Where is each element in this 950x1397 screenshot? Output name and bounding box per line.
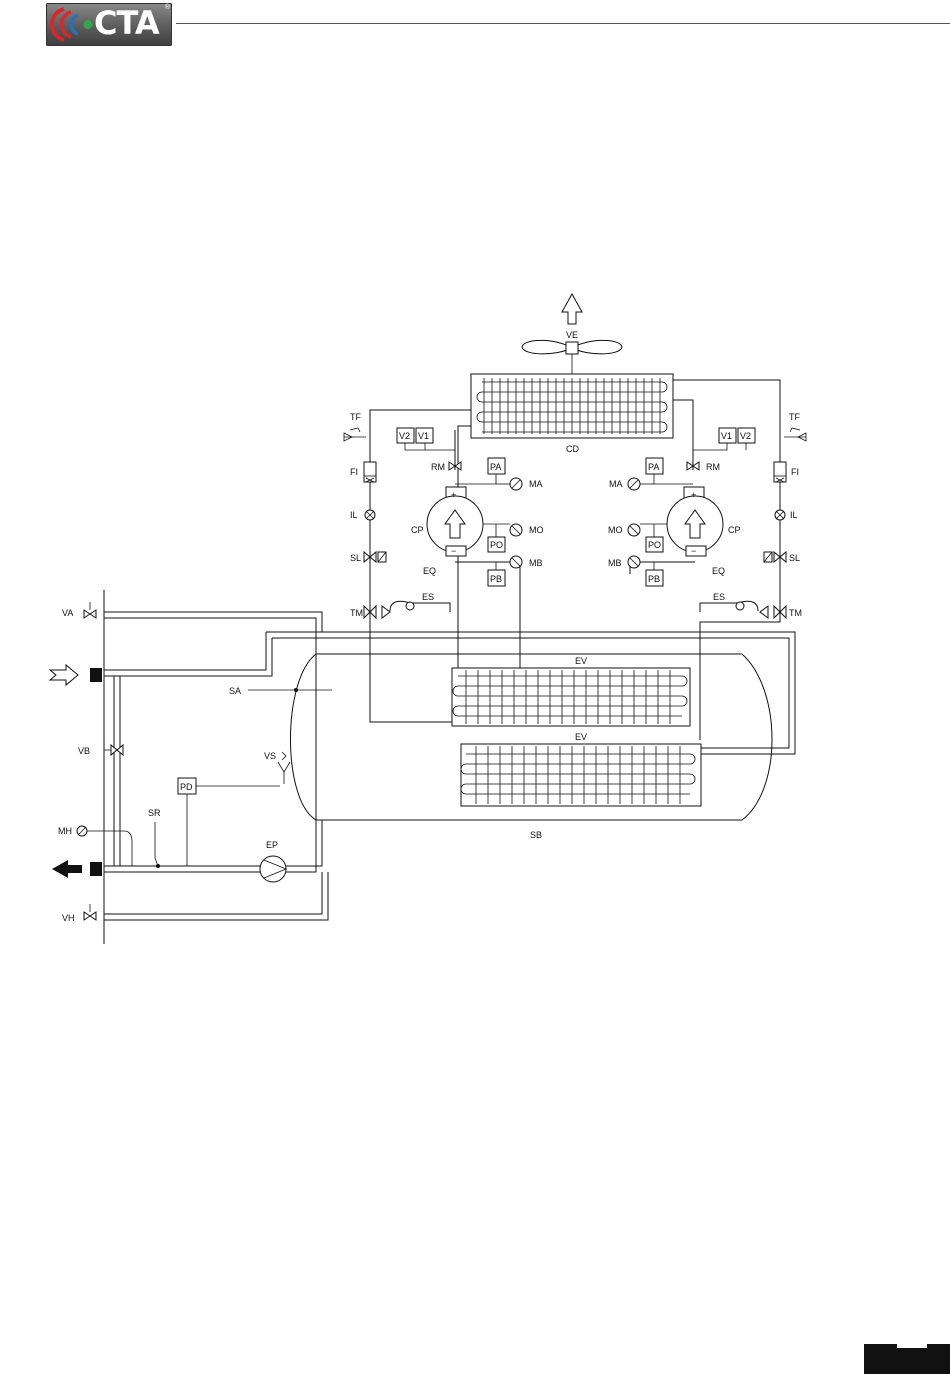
sight-glass-right-icon	[775, 510, 785, 520]
label-mb-left: MB	[529, 558, 543, 568]
label-ma-left: MA	[529, 479, 543, 489]
label-rm-left: RM	[431, 462, 445, 472]
relief-valve-vs-icon	[278, 752, 290, 784]
expansion-valve-right-icon	[760, 606, 786, 618]
condenser-coil	[471, 374, 673, 438]
label-sb: SB	[530, 830, 542, 840]
solenoid-valve-right-icon	[764, 552, 786, 562]
solenoid-valve-left-icon	[364, 552, 386, 562]
label-tf-right: TF	[789, 412, 800, 422]
label-mo-right: MO	[608, 525, 623, 535]
brand-name: CTA	[94, 4, 159, 42]
water-outlet-arrow-icon	[52, 860, 82, 878]
sensor-sr	[155, 822, 158, 866]
logo-arcs-icon	[50, 3, 98, 46]
label-pd: PD	[180, 782, 193, 792]
evaporator-coil-top	[452, 668, 690, 726]
refrigeration-schematic: VE CD TF	[0, 280, 950, 960]
label-ep: EP	[266, 840, 278, 850]
header-rule	[176, 23, 950, 24]
registered-mark: ®	[165, 4, 170, 11]
label-cp-right: CP	[728, 525, 741, 535]
label-ev-top: EV	[575, 656, 587, 666]
label-mo-left: MO	[529, 525, 544, 535]
sight-glass-left-icon	[365, 510, 375, 520]
label-tm-left: TM	[350, 608, 363, 618]
label-v2-right: V2	[740, 431, 751, 441]
label-eq-right: EQ	[712, 566, 725, 576]
label-pa-right: PA	[648, 462, 659, 472]
label-cp-left: CP	[411, 525, 424, 535]
label-il-left: IL	[350, 510, 358, 520]
label-tf-left: TF	[350, 412, 361, 422]
water-inlet-arrow-icon	[50, 665, 78, 685]
label-sa: SA	[229, 686, 241, 696]
label-ma-right: MA	[609, 479, 623, 489]
safety-valve-left-icon	[344, 428, 360, 441]
label-mb-right: MB	[608, 558, 622, 568]
label-il-right: IL	[790, 510, 798, 520]
label-ve: VE	[566, 330, 578, 340]
bulb-es-left-icon	[406, 602, 414, 610]
fan-icon	[522, 340, 622, 374]
pump-icon	[260, 856, 286, 882]
exhaust-arrow-icon	[562, 294, 582, 324]
label-es-right: ES	[713, 592, 725, 602]
label-es-left: ES	[422, 592, 434, 602]
label-plus-left: +	[451, 490, 456, 500]
label-pa-left: PA	[490, 462, 501, 472]
label-ev-bottom: EV	[575, 732, 587, 742]
label-po-right: PO	[648, 540, 661, 550]
label-va: VA	[62, 608, 73, 618]
cta-logo: CTA ®	[46, 3, 172, 46]
bulb-es-right-icon	[736, 602, 744, 610]
label-eq-left: EQ	[423, 566, 436, 576]
label-vb: VB	[78, 746, 90, 756]
label-vh: VH	[62, 913, 75, 923]
label-fi-right: FI	[791, 467, 799, 477]
valve-vh-icon	[84, 904, 96, 920]
label-v1-right: V1	[721, 431, 732, 441]
label-sl-right: SL	[789, 553, 800, 563]
label-cd: CD	[566, 444, 579, 454]
label-sr: SR	[148, 808, 161, 818]
filter-left-icon	[364, 462, 376, 482]
label-v1-left: V1	[418, 431, 429, 441]
inlet-connector	[90, 668, 102, 682]
label-vs: VS	[264, 751, 276, 761]
valve-va-icon	[84, 602, 96, 618]
label-plus-right: +	[691, 490, 696, 500]
label-minus-right: −	[691, 546, 696, 556]
evaporator-coil-bottom	[461, 744, 701, 806]
label-fi-left: FI	[350, 467, 358, 477]
label-po-left: PO	[490, 540, 503, 550]
safety-valve-right-icon	[790, 428, 806, 441]
page-tab-notch	[897, 1344, 927, 1348]
label-pb-left: PB	[490, 574, 502, 584]
expansion-valve-left-icon	[364, 606, 390, 618]
label-sl-left: SL	[350, 553, 361, 563]
label-tm-right: TM	[789, 608, 802, 618]
label-mh: MH	[58, 826, 72, 836]
page-tab	[864, 1344, 950, 1374]
outlet-connector	[90, 862, 102, 876]
label-v2-left: V2	[399, 431, 410, 441]
label-rm-right: RM	[706, 462, 720, 472]
page-header: CTA ®	[0, 0, 950, 50]
filter-right-icon	[774, 462, 786, 482]
label-pb-right: PB	[648, 574, 660, 584]
label-minus-left: −	[451, 546, 456, 556]
